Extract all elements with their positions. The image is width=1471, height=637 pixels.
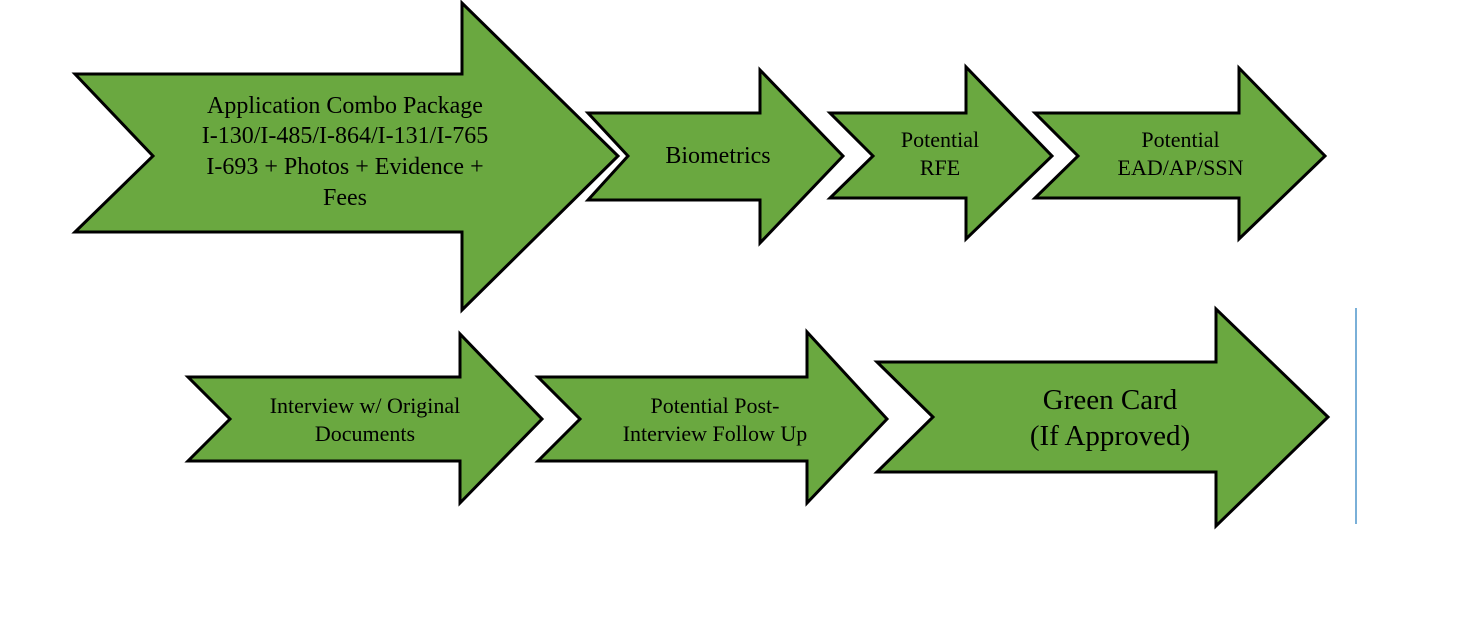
step-arrow-greencard [873,305,1331,530]
step-label-line: I-693 + Photos + Evidence + [206,154,484,180]
step-arrow-interview [184,330,545,507]
step-label-line: EAD/AP/SSN [1117,155,1244,180]
step-label-line: Fees [323,184,367,211]
step-label-interview: Interview w/ Original Documents [235,388,495,452]
step-arrow-rfe [826,63,1055,243]
step-label-application: Application Combo Package I-130/I-485/I-… [155,88,535,216]
step-arrow-followup [534,328,890,507]
step-label-line: RFE [919,155,961,180]
step-arrow-ead [1031,64,1328,243]
step-label-line: Interview Follow Up [622,421,808,446]
step-label-line: Potential [900,126,980,152]
step-label-line: (If Approved) [1029,420,1191,452]
step-arrow-biometrics [584,66,846,247]
step-arrow-application [71,0,621,314]
step-label-line: Biometrics [665,142,771,169]
step-label-rfe: Potential RFE [870,122,1010,186]
step-label-line: Application Combo Package [207,92,483,119]
step-label-line: Potential [1141,126,1220,152]
step-label-followup: Potential Post- Interview Follow Up [590,388,840,452]
step-label-line: Green Card [1042,383,1178,416]
step-label-line: Documents [314,421,416,446]
step-label-ead: Potential EAD/AP/SSN [1098,122,1263,186]
step-label-biometrics: Biometrics [628,130,808,182]
step-label-line: I-130/I-485/I-864/I-131/I-765 [201,123,489,150]
step-label-line: Potential Post- [650,392,780,418]
step-label-line: Interview w/ Original [269,392,461,418]
side-divider-line [1355,308,1357,524]
step-label-greencard: Green Card (If Approved) [960,378,1260,458]
